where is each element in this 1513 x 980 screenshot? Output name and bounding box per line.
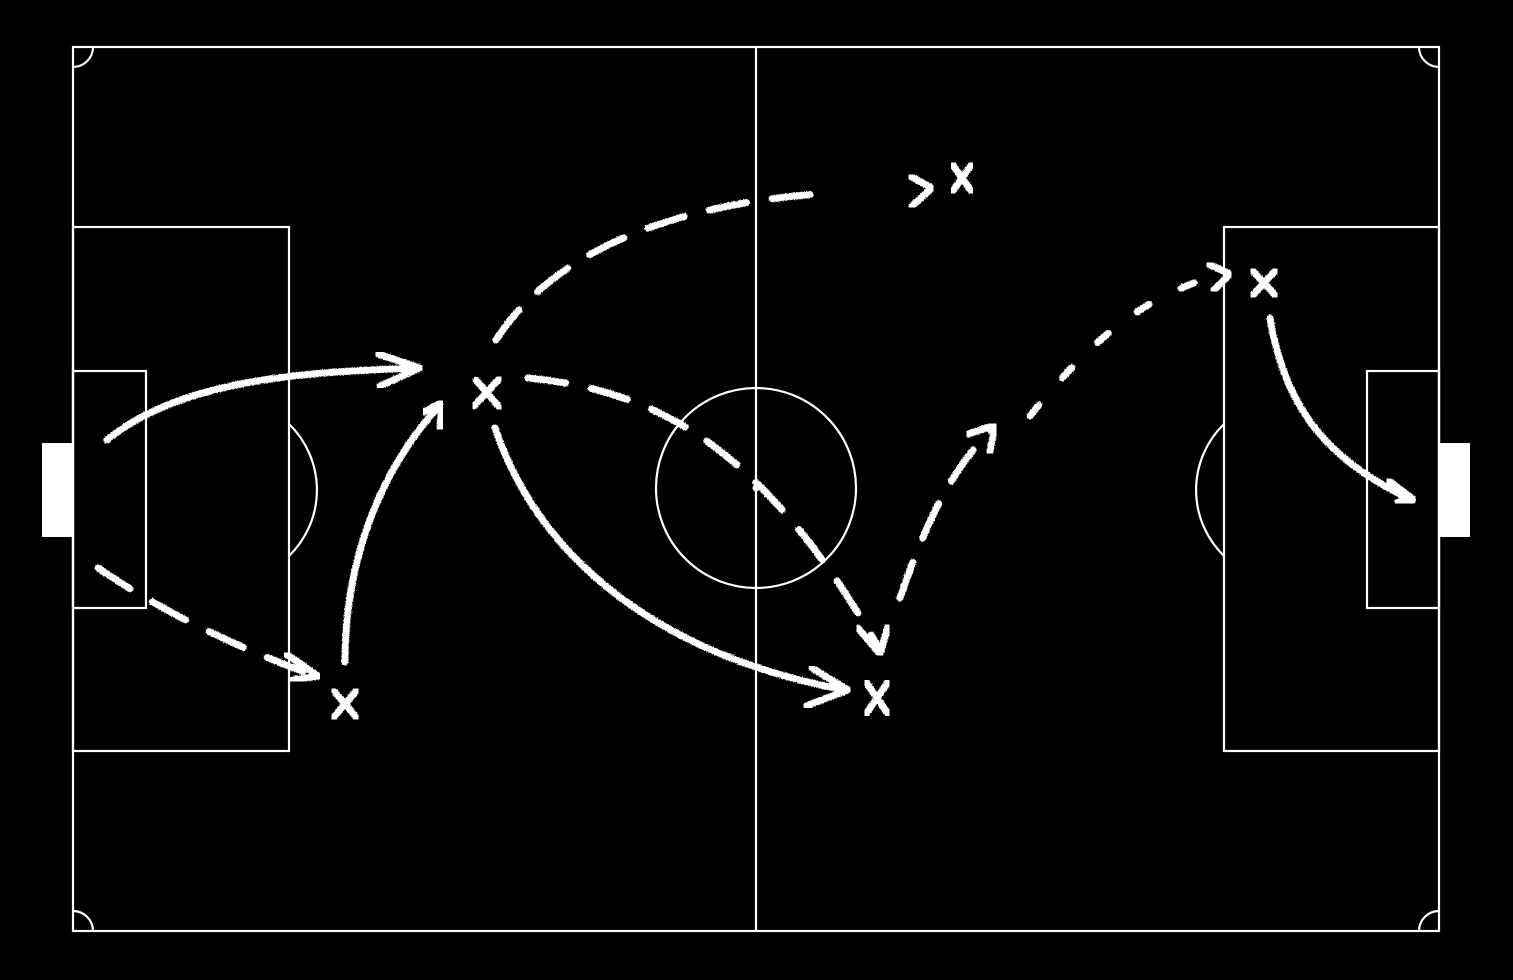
shot-arrow: [1266, 314, 1416, 504]
right-goal: [1439, 443, 1470, 537]
arrow-head-icon: [374, 350, 424, 390]
corner-arc-top-right: [1417, 46, 1440, 69]
player-x-marker: [470, 374, 504, 412]
arrow-head-icon: [1204, 260, 1234, 294]
player-x-marker: [948, 160, 976, 196]
corner-arc-top-left: [72, 46, 95, 69]
arrow-head-icon: [1384, 476, 1418, 506]
run-arrow-dashed: [94, 564, 319, 680]
right-penalty-arc: [1195, 423, 1225, 557]
pass-arrow: [103, 364, 422, 444]
pitch: [42, 45, 1470, 933]
pass-arrow: [491, 424, 849, 694]
long-pass-arrow-dashed: [492, 189, 839, 344]
pass-arrow: [341, 401, 444, 666]
center-circle: [654, 386, 858, 590]
left-goal: [42, 443, 73, 537]
run-arrow-dashed: [896, 424, 997, 602]
arrow-head-icon: [964, 421, 999, 456]
movement-paths: [94, 172, 1418, 710]
player-x-marker: [1248, 266, 1280, 300]
corner-arc-bottom-left: [72, 909, 95, 932]
arrow-head-icon: [854, 622, 892, 658]
run-arrow-dashed: [524, 374, 884, 654]
arrow-head-icon: [802, 664, 852, 710]
arrow-head-icon: [282, 650, 322, 684]
left-penalty-arc: [288, 423, 318, 557]
player-x-marker: [862, 678, 892, 718]
player-markers: [329, 160, 1280, 722]
arrow-head-icon: [420, 398, 446, 432]
corner-arc-bottom-right: [1417, 909, 1440, 932]
player-x-marker: [329, 686, 361, 722]
arrow-head-icon: [906, 172, 936, 210]
